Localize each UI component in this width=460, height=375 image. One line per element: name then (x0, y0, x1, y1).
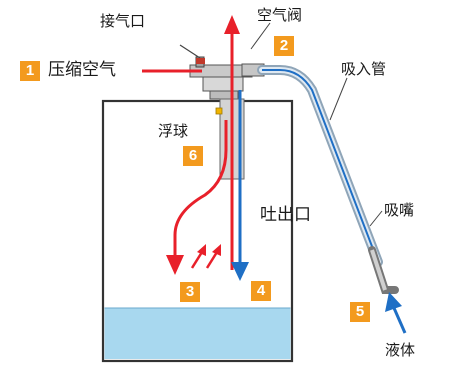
badge-2: 2 (274, 36, 294, 56)
air-valve-leader (250, 22, 271, 50)
air-inlet-leader (179, 44, 201, 59)
nozzle-leader (369, 210, 383, 227)
badge-3: 3 (180, 282, 200, 302)
badge-5: 5 (350, 302, 370, 322)
valve-nut (209, 90, 239, 100)
float-marker (215, 107, 223, 115)
float-label: 浮球 (158, 122, 189, 140)
air-down-curve (173, 120, 228, 255)
air-down-arrowhead (166, 255, 184, 275)
liquid-label: 液体 (385, 341, 416, 359)
discharge-label: 吐出口 (260, 205, 311, 225)
liquid-fill (104, 308, 291, 359)
suction-pipe-label: 吸入管 (341, 60, 387, 78)
air-inlet-label: 接气口 (100, 12, 146, 30)
small-arrow-2 (212, 244, 221, 256)
valve-collar (202, 76, 244, 92)
suction-pipe-leader (329, 77, 348, 121)
air-up-arrowhead (224, 15, 240, 34)
suction-pipe (257, 65, 383, 267)
liquid-in-arrowhead (385, 292, 402, 312)
small-arrow-1 (197, 244, 206, 256)
air-inlet-red (196, 58, 205, 64)
air-valve-label: 空气阀 (257, 6, 303, 24)
compressed-air-label: 压缩空气 (48, 60, 116, 80)
liquid-in-line (392, 307, 407, 334)
badge-6: 6 (183, 146, 203, 166)
nozzle-label: 吸嘴 (384, 201, 415, 219)
badge-4: 4 (251, 281, 271, 301)
tank (101, 99, 294, 363)
badge-1: 1 (20, 61, 40, 81)
discharge-arrowhead (231, 262, 249, 281)
